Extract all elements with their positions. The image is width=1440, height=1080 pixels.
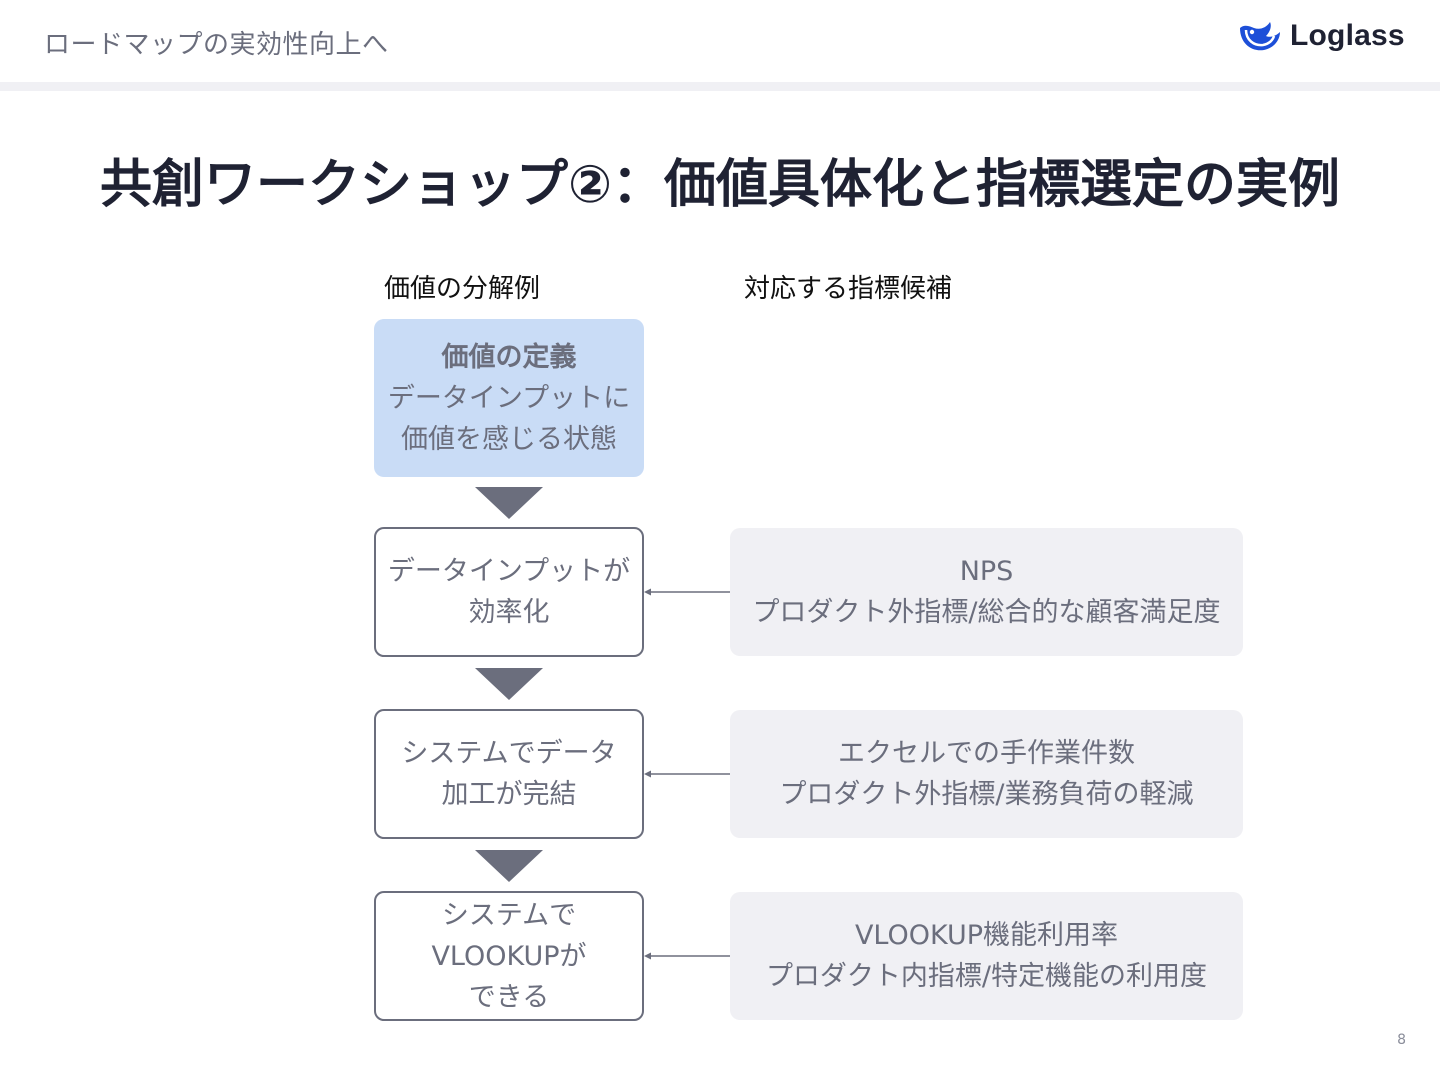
- value-definition-heading: 価値の定義: [441, 341, 577, 373]
- step-line: VLOOKUPが: [431, 940, 587, 972]
- step-box: データインプットが 効率化: [374, 527, 644, 657]
- metric-name: NPS: [959, 556, 1014, 587]
- section-label: ロードマップの実効性向上へ: [44, 30, 389, 60]
- triangle-down-icon: [475, 668, 543, 700]
- step-box: システムでデータ 加工が完結: [374, 709, 644, 839]
- triangle-down-icon: [475, 487, 543, 519]
- arrow-left-icon: [644, 588, 730, 596]
- metric-detail: プロダクト外指標/業務負荷の軽減: [779, 779, 1194, 810]
- triangle-down-icon: [475, 850, 543, 882]
- value-definition-line: データインプットに: [387, 382, 631, 414]
- step-line: システムでデータ: [401, 738, 617, 769]
- step-line: データインプットが: [387, 556, 631, 587]
- metric-candidate-box: VLOOKUP機能利用率 プロダクト内指標/特定機能の利用度: [730, 892, 1243, 1020]
- metric-detail: プロダクト外指標/総合的な顧客満足度: [752, 597, 1221, 628]
- page-number: 8: [1397, 1032, 1406, 1048]
- brand-logo: Loglass: [1236, 16, 1405, 56]
- value-definition-box: 価値の定義 データインプットに 価値を感じる状態: [374, 319, 644, 477]
- whale-logo-icon: [1240, 22, 1280, 51]
- step-line: できる: [468, 981, 550, 1013]
- column-header-decomposition: 価値の分解例: [384, 274, 541, 304]
- page-title: 共創ワークショップ②：価値具体化と指標選定の実例: [99, 155, 1341, 215]
- step-box: システムで VLOOKUPが できる: [374, 891, 644, 1021]
- metric-detail: プロダクト内指標/特定機能の利用度: [765, 961, 1208, 992]
- arrow-left-icon: [644, 952, 730, 960]
- step-line: 加工が完結: [441, 779, 577, 810]
- step-line: システムで: [441, 899, 577, 931]
- metric-name: エクセルでの手作業件数: [838, 738, 1135, 769]
- column-header-metrics: 対応する指標候補: [744, 274, 953, 304]
- value-definition-line: 価値を感じる状態: [401, 423, 617, 455]
- logo-text: Loglass: [1290, 19, 1405, 52]
- arrow-left-icon: [644, 770, 730, 778]
- step-line: 効率化: [468, 597, 550, 628]
- header-divider: [0, 82, 1440, 91]
- header-bar: [0, 0, 1440, 82]
- metric-candidate-box: エクセルでの手作業件数 プロダクト外指標/業務負荷の軽減: [730, 710, 1243, 838]
- metric-name: VLOOKUP機能利用率: [854, 920, 1119, 951]
- metric-candidate-box: NPS プロダクト外指標/総合的な顧客満足度: [730, 528, 1243, 656]
